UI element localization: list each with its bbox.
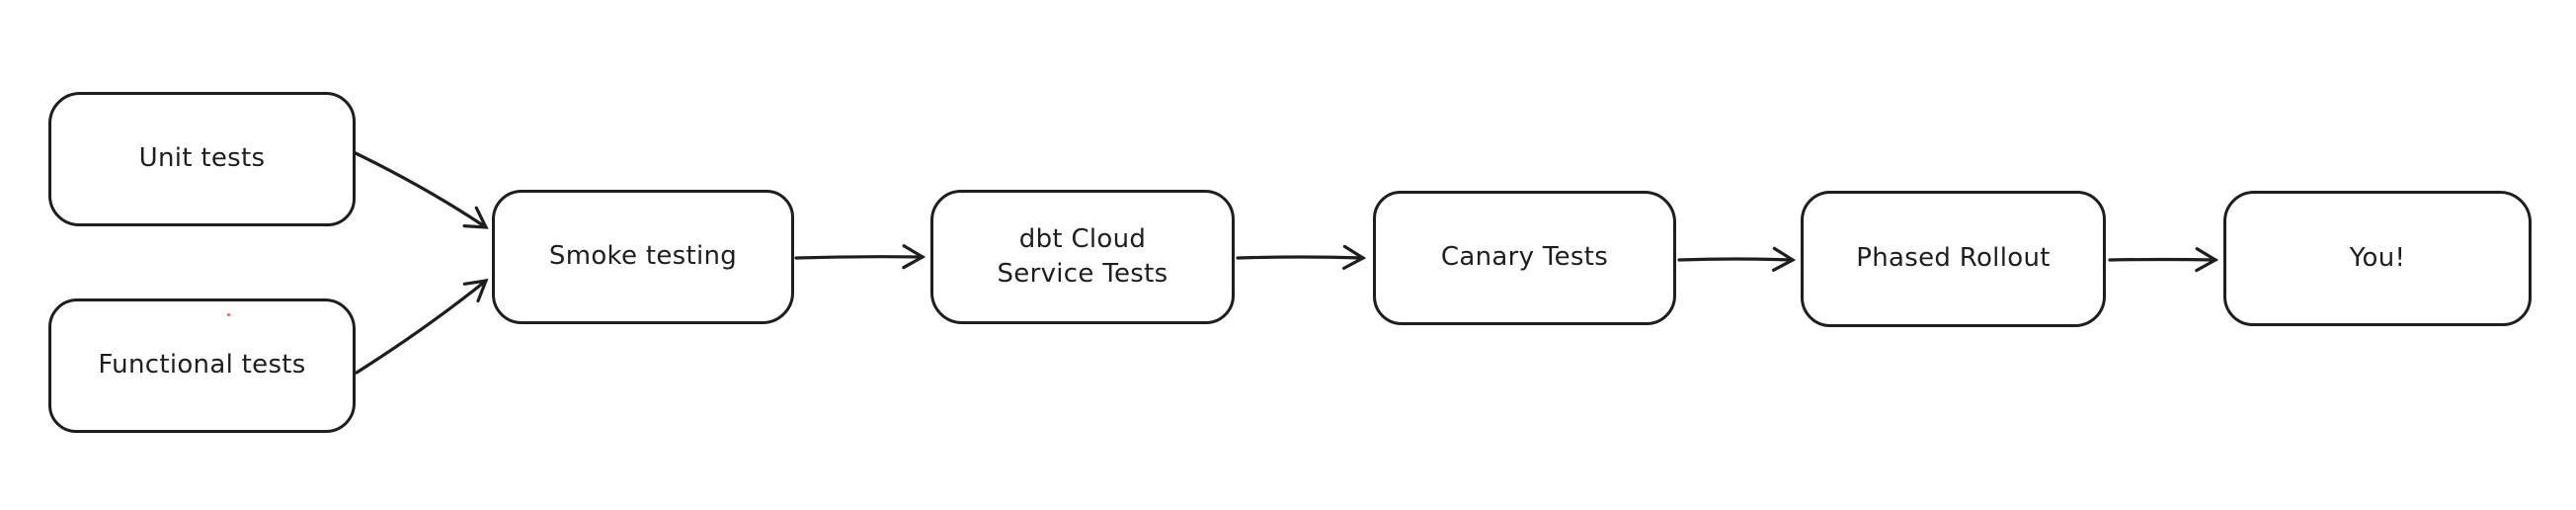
node-dbt-cloud-service-tests-label: dbt Cloud Service Tests: [997, 223, 1168, 289]
node-dbt-cloud-service-tests: dbt Cloud Service Tests: [930, 190, 1235, 324]
edge-dbt-cloud-service-tests-to-canary-tests: [1236, 244, 1367, 270]
red-dot-artifact: [227, 313, 230, 316]
node-phased-rollout-label: Phased Rollout: [1856, 243, 2051, 274]
node-unit-tests: Unit tests: [48, 92, 356, 226]
node-functional-tests: Functional tests: [48, 298, 356, 433]
edge-phased-rollout-to-you: [2108, 247, 2219, 273]
edge-functional-tests-to-smoke-testing: [355, 279, 489, 375]
edge-unit-tests-to-smoke-testing: [354, 151, 489, 229]
node-smoke-testing-label: Smoke testing: [548, 241, 738, 272]
node-functional-tests-label: Functional tests: [98, 350, 306, 381]
node-canary-tests: Canary Tests: [1373, 191, 1676, 325]
edge-canary-tests-to-phased-rollout: [1677, 246, 1797, 272]
node-smoke-testing: Smoke testing: [492, 190, 794, 324]
node-unit-tests-label: Unit tests: [138, 143, 266, 174]
edge-smoke-testing-to-dbt-cloud-service-tests: [794, 244, 926, 270]
node-canary-tests-label: Canary Tests: [1440, 242, 1609, 273]
node-you: You!: [2223, 191, 2532, 326]
node-phased-rollout: Phased Rollout: [1801, 191, 2106, 327]
node-you-label: You!: [2349, 242, 2406, 273]
